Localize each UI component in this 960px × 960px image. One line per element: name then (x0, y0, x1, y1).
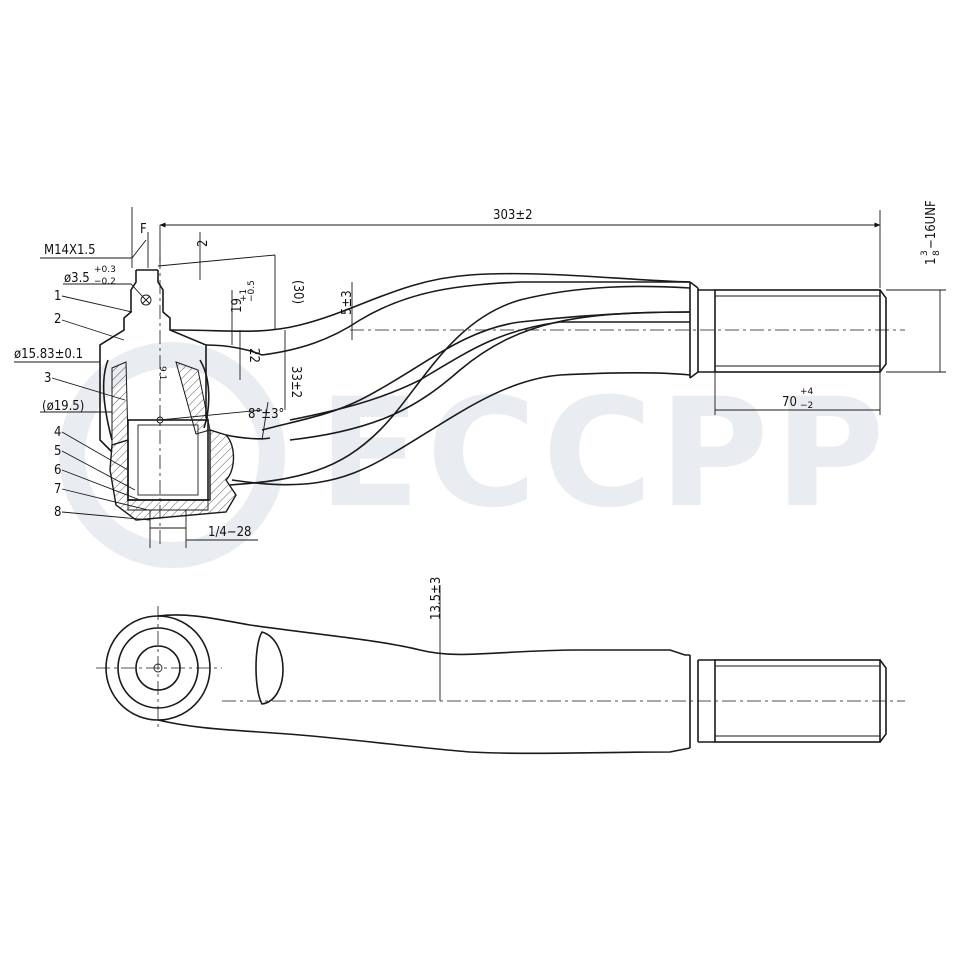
dim-offset: 13.5±3 (429, 577, 444, 620)
side-section-view (99, 255, 905, 545)
dim-19-lower: −0.5 (247, 280, 257, 302)
dim-inner-thread: 1 3 8 −16UNF (920, 200, 942, 265)
dim-flat: F (140, 222, 147, 237)
dim-19-upper: +1 (239, 289, 249, 302)
dimensions-top: 303±2 F M14X1.5 2 ø3.5 +0.3 −0.2 (30) 19… (14, 200, 946, 548)
dim-22: 22 (246, 348, 261, 363)
dim-angle: 8°±3° (248, 407, 284, 422)
dim-thread-length-upper: +4 (800, 387, 814, 397)
callout-6: 6 (54, 463, 61, 478)
callouts: 1 2 3 4 5 6 7 8 (44, 289, 151, 521)
callout-1: 1 (54, 289, 61, 304)
dim-overall-length: 303±2 (493, 208, 533, 223)
svg-text:−16UNF: −16UNF (924, 200, 939, 249)
dim-5: 5±3 (340, 290, 355, 315)
callout-7: 7 (54, 482, 61, 497)
dim-19: 19 (230, 298, 245, 313)
callout-8: 8 (54, 505, 61, 520)
svg-text:1: 1 (924, 258, 939, 265)
svg-text:3: 3 (920, 250, 930, 256)
callout-4: 4 (54, 425, 61, 440)
watermark: ECCPP (59, 342, 891, 568)
plan-view: 13.5±3 (96, 577, 905, 755)
svg-text:8: 8 (932, 250, 942, 256)
dim-2: 2 (196, 240, 211, 247)
dim-grease-fitting: 1/4−28 (208, 525, 252, 540)
watermark-text: ECCPP (318, 367, 891, 541)
dim-30: (30) (290, 280, 305, 304)
dim-thread-length-lower: −2 (800, 401, 813, 411)
dim-9-1: 9.1 (157, 366, 167, 380)
callout-3: 3 (44, 371, 51, 386)
dim-33: 33±2 (288, 366, 303, 398)
dim-thread-main: M14X1.5 (44, 243, 96, 258)
dim-thread-length: 70 (782, 395, 797, 410)
dim-dia-19-5: (ø19.5) (42, 399, 84, 414)
dim-hole: ø3.5 (64, 271, 90, 286)
callout-5: 5 (54, 444, 61, 459)
dim-hole-lower: −0.2 (94, 277, 116, 287)
dim-hole-upper: +0.3 (94, 265, 116, 275)
callout-2: 2 (54, 312, 61, 327)
dim-boot-dia: ø15.83±0.1 (14, 347, 83, 362)
